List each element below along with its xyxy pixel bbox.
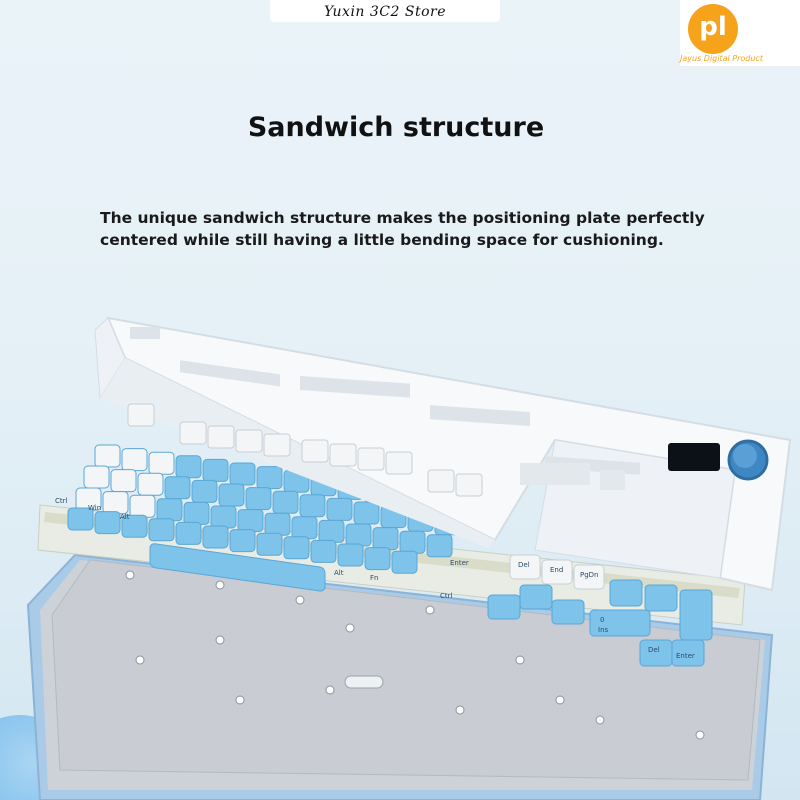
keycap (345, 523, 372, 547)
keycap (83, 465, 110, 489)
store-banner: Yuxin 3C2 Store (270, 0, 500, 22)
description-line: The unique sandwich structure makes the … (100, 209, 705, 227)
store-name: Yuxin 3C2 Store (324, 4, 446, 20)
key-label: PgDn (580, 571, 599, 579)
key-label: Enter (676, 652, 695, 660)
keycap (272, 490, 299, 514)
base-plate (51, 559, 761, 781)
key-label: Alt (334, 569, 344, 577)
keycap (210, 505, 237, 529)
keycap (426, 534, 453, 558)
keycap-rows (67, 444, 472, 592)
key-label: Win (88, 504, 101, 512)
key-label: Ctrl (55, 497, 68, 505)
keycap (264, 512, 291, 536)
keycap (148, 518, 175, 542)
keycap (299, 494, 326, 518)
keycap (156, 498, 183, 522)
keycap (318, 519, 345, 543)
keycap (218, 483, 245, 507)
spacebar (149, 543, 326, 592)
keycap (148, 451, 175, 475)
keycap (399, 530, 426, 554)
keycap (121, 514, 148, 538)
brand-tagline: Jayus Digital Product (680, 54, 763, 63)
key-label: Ins (598, 626, 609, 634)
keycap (310, 539, 337, 563)
key-label: Fn (370, 574, 378, 582)
keycap (110, 469, 137, 493)
key-label: Del (648, 646, 660, 654)
keycap (237, 509, 264, 533)
keycap (102, 491, 129, 515)
keycap (256, 532, 283, 556)
keycap (229, 462, 256, 486)
key-label: Alt (120, 513, 130, 521)
key-label: Enter (450, 559, 469, 567)
key-label: 0 (600, 616, 604, 624)
nav-keys (487, 554, 713, 667)
keycap (283, 536, 310, 560)
key-label: Ctrl (440, 592, 453, 600)
keycap (364, 547, 391, 571)
keycap (67, 507, 94, 531)
keycap (94, 444, 121, 468)
keycap (256, 466, 283, 490)
function-keys (127, 403, 483, 497)
keycap (202, 458, 229, 482)
key-label: Del (518, 561, 530, 569)
description-line: centered while still having a little ben… (100, 231, 664, 249)
keycap (391, 550, 418, 574)
top-frame (94, 316, 792, 592)
brand-logo-icon: pl (688, 4, 738, 54)
keycap (191, 479, 218, 503)
key-labels: Ctrl Win Alt Alt Fn Ctrl Del End PgDn En… (55, 497, 695, 660)
keycap (121, 448, 148, 472)
keycap (164, 476, 191, 500)
keycap (175, 521, 202, 545)
description: The unique sandwich structure makes the … (100, 207, 740, 251)
keycap (337, 543, 364, 567)
keycap (202, 525, 229, 549)
keycap (129, 494, 156, 518)
keycap (245, 487, 272, 511)
keycap (229, 529, 256, 553)
key-label: End (550, 566, 563, 574)
keycap (353, 501, 380, 525)
page-title: Sandwich structure (247, 112, 545, 143)
keycap (372, 527, 399, 551)
keycap (175, 455, 202, 479)
keycap (291, 516, 318, 540)
keycap (137, 472, 164, 496)
keycap (326, 497, 353, 521)
keycap (183, 501, 210, 525)
keycap (94, 511, 121, 535)
